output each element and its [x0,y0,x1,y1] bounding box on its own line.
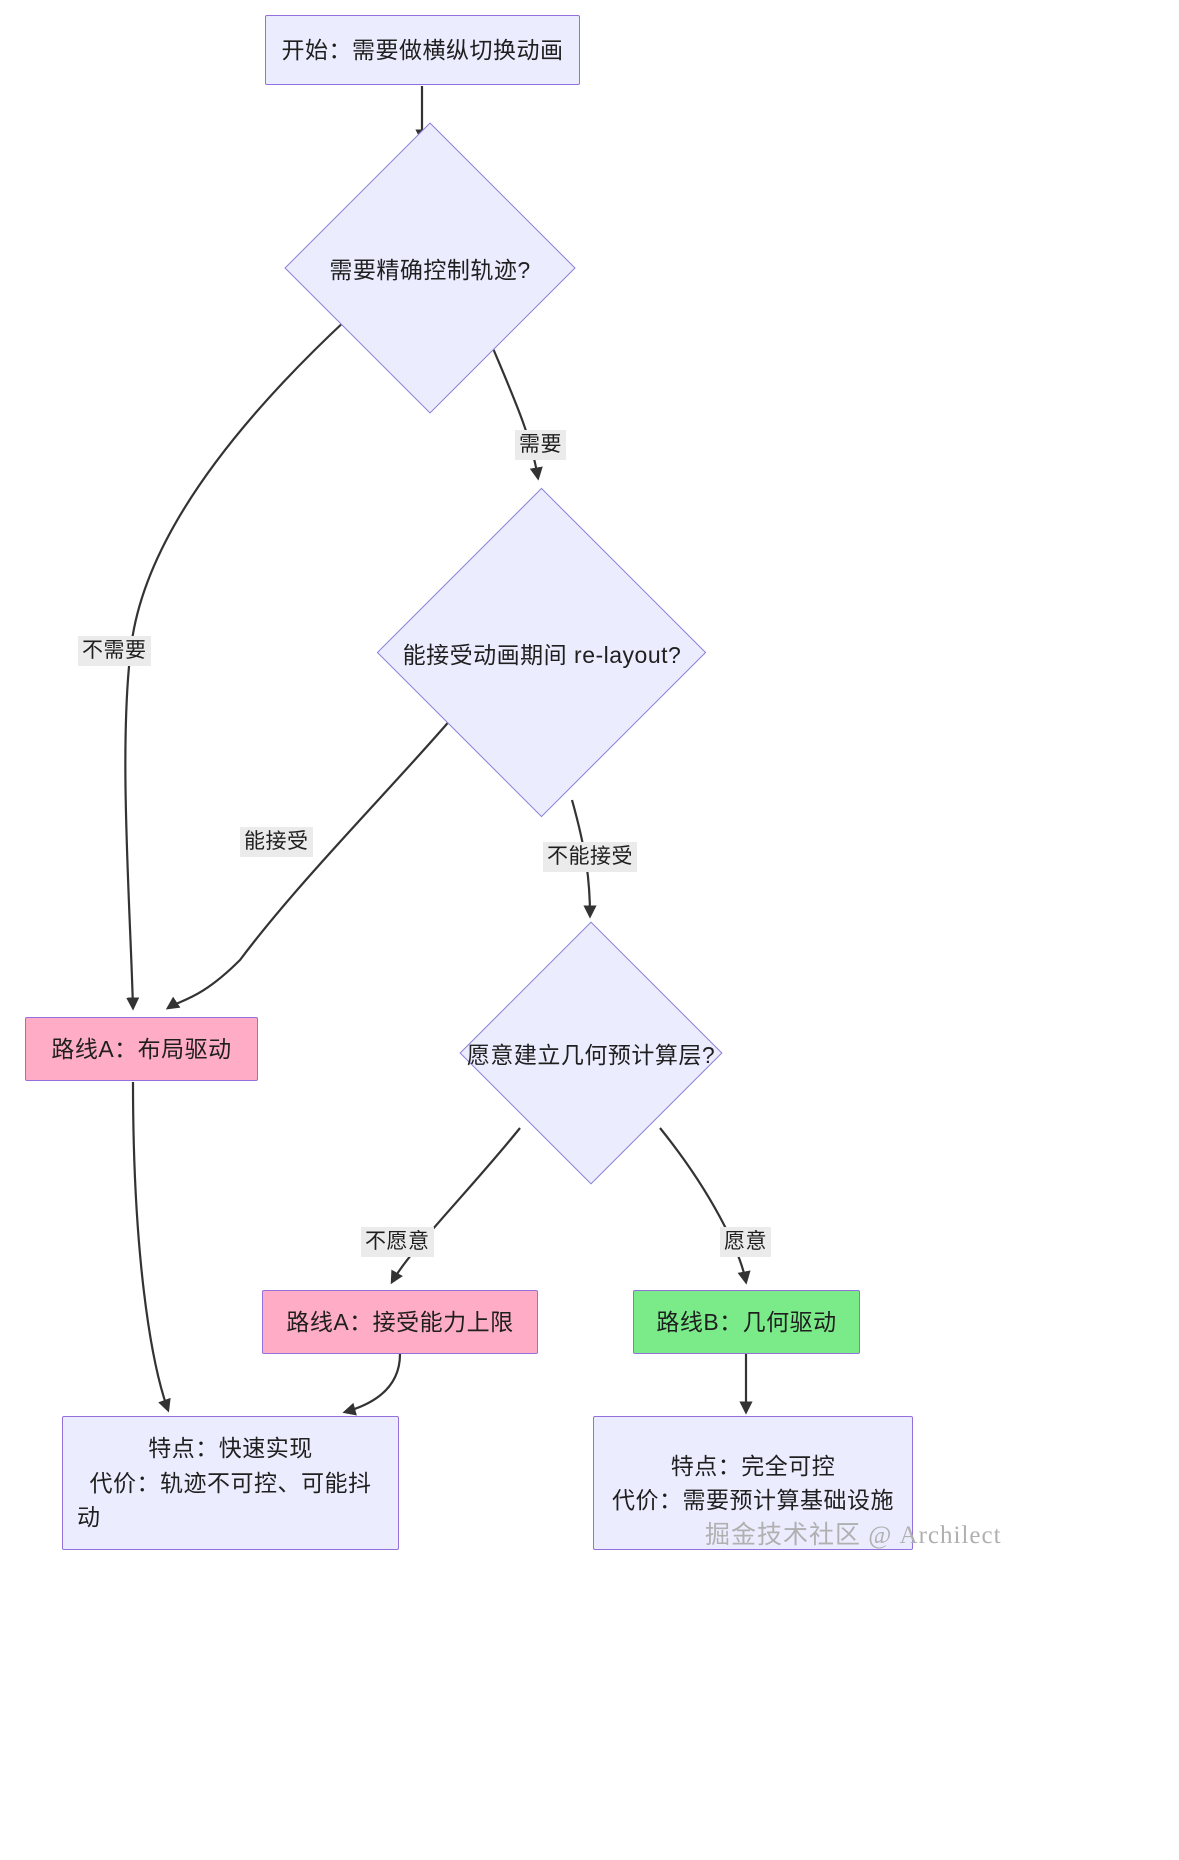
outcome-a-line-1: 特点：快速实现 [148,1435,313,1462]
node-outcome-a[interactable]: 特点：快速实现 代价：轨迹不可控、可能抖 动 [62,1416,399,1550]
node-start-label: 开始：需要做横纵切换动画 [281,36,564,63]
node-route-a-layout-label: 路线A：布局驱动 [51,1035,232,1062]
outcome-b-line-1: 特点：完全可控 [670,1452,836,1479]
node-decision-relayout-label: 能接受动画期间 re-layout? [402,642,682,668]
edge-label-no-need: 不需要 [78,636,151,667]
edge-routealimit-to-outcome-a [342,1353,402,1416]
edge-label-need: 需要 [515,430,566,461]
node-route-b-geometry[interactable]: 路线B：几何驱动 [633,1290,860,1354]
node-decision-trajectory[interactable]: 需要精确控制轨迹? [284,122,576,414]
node-route-a-limit[interactable]: 路线A：接受能力上限 [262,1290,538,1354]
node-decision-precompute[interactable]: 愿意建立几何预计算层? [446,921,736,1185]
edge-label-accept: 能接受 [240,827,313,858]
node-start[interactable]: 开始：需要做横纵切换动画 [265,15,580,85]
node-route-a-limit-label: 路线A：接受能力上限 [286,1308,514,1335]
node-outcome-b[interactable]: 特点：完全可控 代价：需要预计算基础设施 [593,1416,913,1550]
node-decision-precompute-label: 愿意建立几何预计算层? [466,1042,716,1068]
node-route-b-geometry-label: 路线B：几何驱动 [656,1308,837,1335]
edge-routea-to-outcome-a [131,1081,171,1413]
node-decision-trajectory-label: 需要精确控制轨迹? [329,257,531,283]
edge-label-willing: 愿意 [720,1227,771,1258]
edge-label-not-accept: 不能接受 [543,842,637,873]
outcome-a-line-2: 代价：轨迹不可控、可能抖 [89,1469,372,1496]
watermark: 掘金技术社区 @ Archilect [705,1522,1002,1549]
node-decision-relayout[interactable]: 能接受动画期间 re-layout? [376,487,707,818]
edge-trajectory-no-need [124,317,349,1011]
outcome-a-line-3: 动 [77,1504,101,1531]
node-route-a-layout[interactable]: 路线A：布局驱动 [25,1017,258,1081]
edge-label-not-willing: 不愿意 [361,1227,434,1258]
outcome-b-line-2: 代价：需要预计算基础设施 [612,1487,894,1513]
